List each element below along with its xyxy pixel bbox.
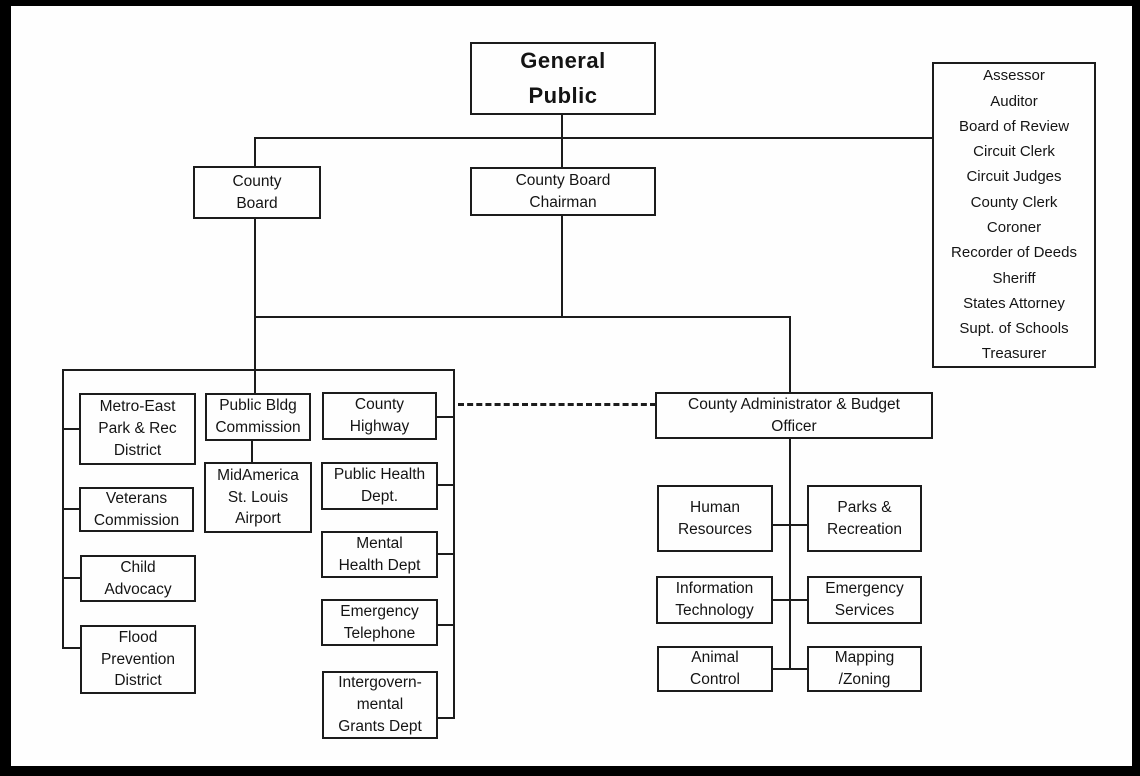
node-county-highway: County Highway bbox=[322, 392, 437, 440]
node-public-bldg-commission: Public Bldg Commission bbox=[205, 393, 311, 441]
official-item: Supt. of Schools bbox=[959, 320, 1069, 338]
connector-row3-stub bbox=[773, 668, 807, 670]
node-veterans-commission: Veterans Commission bbox=[79, 487, 194, 532]
connector-administrator-drop bbox=[789, 316, 791, 394]
connector-row2-stub bbox=[773, 599, 807, 601]
node-general-public: General Public bbox=[470, 42, 656, 115]
connector-top-horizontal bbox=[254, 137, 933, 139]
connector-cluster-right-rail bbox=[453, 369, 455, 719]
connector-dashed-link bbox=[458, 403, 656, 406]
node-information-technology: Information Technology bbox=[656, 576, 773, 624]
official-item: States Attorney bbox=[963, 294, 1065, 312]
official-item: Auditor bbox=[990, 92, 1038, 110]
connector-stub-public-health bbox=[437, 484, 454, 486]
connector-mid-horizontal bbox=[254, 316, 791, 318]
connector-chairman-drop bbox=[561, 137, 563, 168]
connector-county-board-down bbox=[254, 218, 256, 394]
official-item: Circuit Judges bbox=[966, 168, 1062, 186]
connector-stub-flood bbox=[62, 647, 81, 649]
connector-cluster-top bbox=[62, 369, 455, 371]
node-intergovernmental-grants: Intergovern- mental Grants Dept bbox=[322, 671, 438, 739]
connector-stub-mental-health bbox=[437, 553, 454, 555]
official-item: Circuit Clerk bbox=[973, 143, 1055, 161]
connector-general-public-drop bbox=[561, 114, 563, 138]
node-mapping-zoning: Mapping /Zoning bbox=[807, 646, 922, 692]
node-county-administrator: County Administrator & Budget Officer bbox=[655, 392, 933, 439]
connector-row1-stub bbox=[773, 524, 807, 526]
connector-stub-veterans bbox=[62, 508, 80, 510]
official-item: Sheriff bbox=[992, 269, 1036, 287]
node-child-advocacy: Child Advocacy bbox=[80, 555, 196, 602]
node-animal-control: Animal Control bbox=[657, 646, 773, 692]
node-flood-prevention-district: Flood Prevention District bbox=[80, 625, 196, 694]
official-item: Coroner bbox=[986, 219, 1042, 236]
node-emergency-services: Emergency Services bbox=[807, 576, 922, 624]
connector-chairman-down bbox=[561, 215, 563, 318]
official-item: Assessor bbox=[983, 67, 1045, 85]
official-item: Board of Review bbox=[958, 117, 1070, 135]
node-county-board-chairman: County Board Chairman bbox=[470, 167, 656, 216]
connector-administrator-spine bbox=[789, 438, 791, 670]
connector-stub-child-advocacy bbox=[62, 577, 81, 579]
node-public-health-dept: Public Health Dept. bbox=[321, 462, 438, 510]
official-item: County Clerk bbox=[970, 193, 1058, 211]
official-item: Treasurer bbox=[981, 345, 1047, 363]
connector-stub-county-highway bbox=[436, 416, 454, 418]
node-metro-east-park-rec: Metro-East Park & Rec District bbox=[79, 393, 196, 465]
node-parks-recreation: Parks & Recreation bbox=[807, 485, 922, 552]
connector-publicbldg-midamerica bbox=[251, 440, 253, 463]
node-human-resources: Human Resources bbox=[657, 485, 773, 552]
node-mental-health-dept: Mental Health Dept bbox=[321, 531, 438, 578]
node-emergency-telephone: Emergency Telephone bbox=[321, 599, 438, 646]
connector-stub-intergovernmental bbox=[437, 717, 454, 719]
connector-county-board-drop bbox=[254, 137, 256, 167]
node-midamerica-airport: MidAmerica St. Louis Airport bbox=[204, 462, 312, 533]
connector-stub-metro-east bbox=[62, 428, 80, 430]
official-item: Recorder of Deeds bbox=[951, 244, 1077, 262]
connector-stub-emergency-telephone bbox=[437, 624, 454, 626]
node-county-board: County Board bbox=[193, 166, 321, 219]
